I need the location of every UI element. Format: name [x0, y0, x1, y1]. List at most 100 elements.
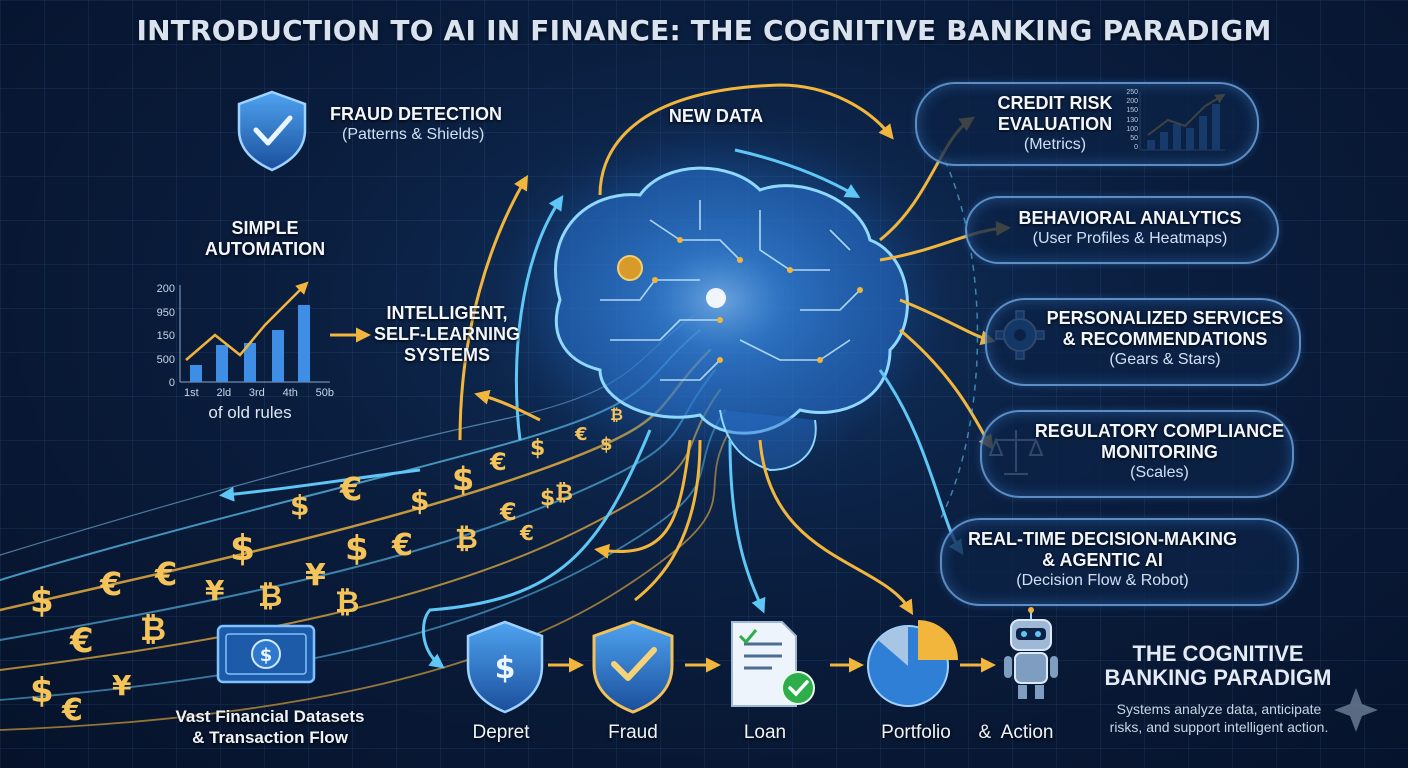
- new-data-label: NEW DATA: [668, 106, 764, 126]
- y-tick: 130: [1126, 116, 1138, 124]
- y-tick: 150: [156, 330, 175, 342]
- x-tick: 3rd: [248, 387, 265, 399]
- x-tick: 50b: [315, 387, 334, 399]
- intelligent-systems-label: INTELLIGENT, SELF-LEARNING SYSTEMS: [372, 303, 522, 366]
- fraud-detection-node: FRAUD DETECTION (Patterns & Shields): [330, 104, 530, 145]
- sparkle-icon: [1334, 688, 1378, 732]
- bitcoin-symbol: ₿: [455, 522, 478, 555]
- euro-symbol: €: [61, 693, 83, 728]
- behavioral-analytics-panel: [965, 196, 1279, 264]
- realtime-line1: REAL-TIME DECISION-MAKING: [968, 529, 1237, 549]
- credit-risk-line2: EVALUATION: [997, 114, 1113, 134]
- credit-risk-panel: [915, 82, 1259, 166]
- y-tick: 0: [168, 377, 175, 389]
- euro-symbol: €: [69, 621, 94, 661]
- paradigm-description: Systems analyze data, anticipate risks, …: [1074, 700, 1364, 736]
- y-tick: 200: [156, 283, 175, 295]
- dollar-symbol: $: [530, 436, 545, 461]
- credit-risk-subtitle: (Metrics): [1023, 136, 1087, 153]
- personalized-services-panel: [985, 298, 1301, 386]
- fraud-check-shield-icon: [592, 620, 674, 714]
- realtime-subtitle: (Decision Flow & Robot): [1016, 572, 1189, 589]
- dataset-line2: & Transaction Flow: [192, 728, 348, 747]
- personalized-line1: PERSONALIZED SERVICES: [1046, 308, 1284, 328]
- dollar-symbol: $: [410, 484, 429, 517]
- behavioral-subtitle: (User Profiles & Heatmaps): [1032, 230, 1228, 247]
- bitcoin-symbol: ₿: [335, 585, 359, 620]
- behavioral-analytics-node: BEHAVIORAL ANALYTICS (User Profiles & He…: [985, 208, 1275, 249]
- realtime-line2: & AGENTIC AI: [1042, 550, 1163, 570]
- regulatory-compliance-panel: [980, 410, 1294, 498]
- dollar-symbol: $: [230, 528, 255, 569]
- simple-automation-line2: AUTOMATION: [204, 239, 326, 259]
- simple-automation-label: SIMPLE AUTOMATION: [190, 218, 340, 260]
- y-tick: 500: [156, 353, 175, 366]
- paradigm-desc-line2: risks, and support intelligent action.: [1109, 719, 1329, 735]
- y-tick: 100: [1126, 125, 1138, 133]
- euro-symbol: €: [489, 448, 507, 476]
- paradigm-title-line2: BANKING PARADIGM: [1104, 665, 1332, 690]
- credit-risk-line1: CREDIT RISK: [997, 93, 1113, 113]
- x-tick: 1st: [184, 387, 199, 399]
- regulatory-line2: MONITORING: [1101, 442, 1218, 462]
- robot-icon: [1004, 607, 1058, 699]
- paradigm-title-line1: THE COGNITIVE: [1132, 641, 1304, 666]
- dollar-symbol: $: [452, 460, 474, 498]
- dollar-symbol: $: [30, 671, 54, 711]
- realtime-decision-panel: [940, 518, 1299, 606]
- yen-symbol: ¥: [205, 574, 225, 607]
- euro-symbol: €: [391, 528, 413, 563]
- yen-symbol: ¥: [112, 669, 132, 702]
- y-tick: 150: [1126, 107, 1138, 115]
- realtime-decision-node: REAL-TIME DECISION-MAKING & AGENTIC AI (…: [950, 529, 1255, 591]
- y-tick: 950: [156, 306, 175, 319]
- y-tick: 50: [1130, 135, 1138, 143]
- y-tick: 250: [1126, 89, 1138, 96]
- simple-automation-chart: [179, 281, 330, 383]
- personalized-subtitle: (Gears & Stars): [1109, 351, 1221, 368]
- step-loan-label: Loan: [743, 722, 787, 743]
- paradigm-title: THE COGNITIVE BANKING PARADIGM: [1078, 642, 1358, 690]
- dataset-line1: Vast Financial Datasets: [175, 707, 365, 726]
- dollar-symbol: $: [345, 529, 369, 569]
- dollar-symbol: $: [540, 486, 555, 511]
- mini-chart-x-ticks: 1st 2ld 3rd 4th 50b: [184, 387, 334, 399]
- fraud-shield-icon: [237, 90, 307, 172]
- step-action-label: & Action: [978, 722, 1054, 743]
- dataset-label: Vast Financial Datasets & Transaction Fl…: [160, 706, 380, 748]
- bitcoin-symbol: ₿: [258, 579, 282, 614]
- euro-symbol: €: [339, 470, 362, 508]
- mini-chart-y-ticks: 200 950 150 500 0: [143, 278, 175, 396]
- credit-risk-node: CREDIT RISK EVALUATION (Metrics): [985, 93, 1125, 155]
- portfolio-pie-icon: [867, 620, 958, 707]
- step-fraud-label: Fraud: [608, 722, 658, 743]
- bottom-flow-arrows: [421, 429, 996, 673]
- simple-automation-line1: SIMPLE: [231, 218, 299, 238]
- dollar-symbol: $: [290, 489, 309, 522]
- loan-document-icon: [731, 621, 815, 707]
- bitcoin-symbol: ₿: [555, 481, 573, 506]
- euro-symbol: €: [154, 555, 177, 593]
- y-tick: 0: [1134, 144, 1138, 152]
- step-deposit-label: Depret: [472, 722, 530, 743]
- credit-risk-y-ticks: 250 200 150 130 100 50 0: [1118, 88, 1138, 152]
- y-tick: 200: [1126, 98, 1138, 106]
- intelligent-line3: SYSTEMS: [403, 345, 491, 365]
- dollar-symbol: $: [30, 581, 54, 621]
- personalized-line2: & RECOMMENDATIONS: [1062, 329, 1268, 349]
- old-rules-label: of old rules: [208, 403, 292, 422]
- money-bill-icon: $: [216, 624, 316, 684]
- ai-brain-icon: [460, 100, 980, 500]
- paradigm-desc-line1: Systems analyze data, anticipate: [1116, 701, 1322, 717]
- svg-text:$: $: [260, 645, 273, 666]
- regulatory-compliance-node: REGULATORY COMPLIANCE MONITORING (Scales…: [1032, 421, 1287, 483]
- fraud-detection-subtitle: (Patterns & Shields): [342, 126, 485, 143]
- personalized-services-node: PERSONALIZED SERVICES & RECOMMENDATIONS …: [1040, 308, 1290, 370]
- euro-symbol: €: [519, 521, 534, 545]
- regulatory-line1: REGULATORY COMPLIANCE: [1034, 421, 1285, 441]
- svg-text:$: $: [495, 651, 516, 686]
- euro-symbol: €: [574, 424, 588, 445]
- intelligent-line1: INTELLIGENT,: [386, 303, 508, 323]
- bitcoin-symbol: ₿: [610, 405, 623, 424]
